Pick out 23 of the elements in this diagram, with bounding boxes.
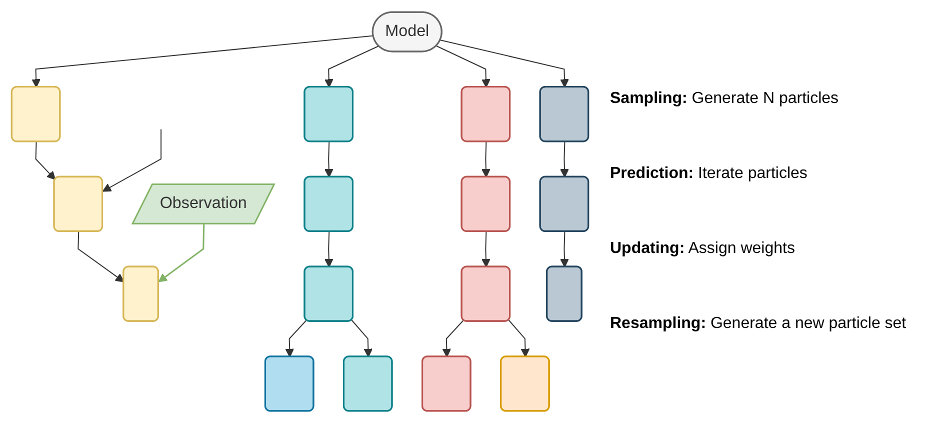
arrow bbox=[102, 129, 162, 192]
arrow bbox=[78, 232, 124, 282]
arrow bbox=[442, 320, 464, 358]
step-description: Updating: Assign weights bbox=[610, 240, 796, 258]
arrow bbox=[560, 142, 569, 178]
step-description: Resampling: Generate a new particle set bbox=[610, 315, 908, 333]
arrow bbox=[440, 40, 569, 88]
arrow bbox=[32, 35, 374, 88]
arrow bbox=[324, 142, 334, 178]
arrow bbox=[35, 142, 56, 180]
arrow bbox=[285, 320, 307, 358]
arrow bbox=[482, 142, 490, 178]
arrow bbox=[324, 232, 334, 268]
step-description: Prediction: Iterate particles bbox=[610, 165, 808, 183]
arrow bbox=[482, 232, 490, 268]
arrow bbox=[351, 320, 373, 358]
flowchart: Model Observation bbox=[0, 4, 600, 419]
arrow bbox=[158, 224, 205, 282]
arrow bbox=[324, 46, 379, 88]
step-description: Sampling: Generate N particles bbox=[610, 90, 840, 108]
arrow bbox=[436, 46, 490, 88]
arrow bbox=[508, 320, 530, 358]
arrow bbox=[560, 232, 569, 268]
